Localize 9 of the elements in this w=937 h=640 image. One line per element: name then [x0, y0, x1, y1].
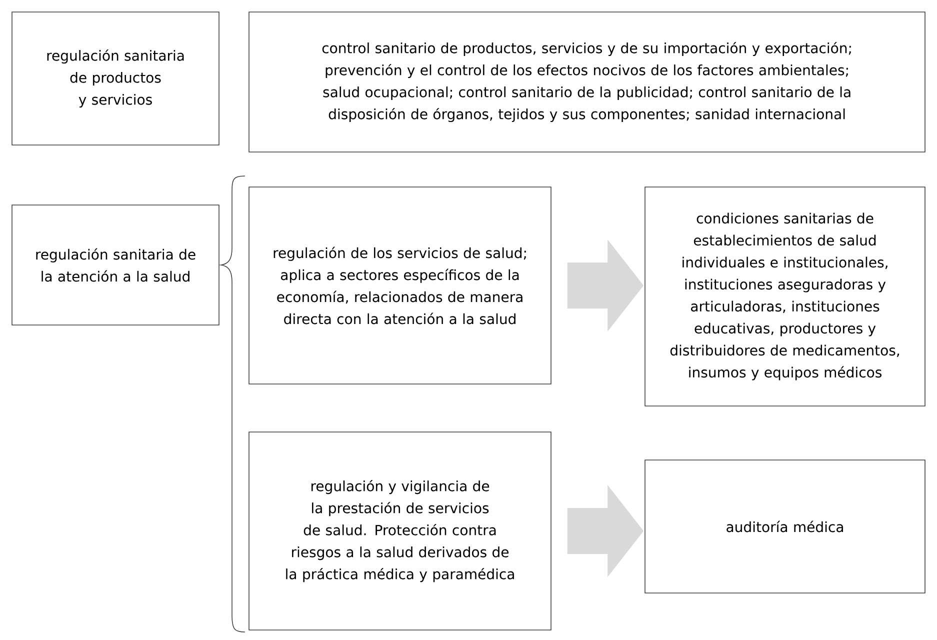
text-box: control sanitario de productos, servicios y de su importación y exportación; prevención y el control de los efectos nocivos de los factores ambientales; salud ocupacional; control sanitario de la publicidad; control sanitario de la disposición de órganos, tejidos y sus componentes; sanidad internacional [248, 12, 926, 152]
text-box: auditoría médica [644, 460, 926, 594]
block-arrow [567, 485, 644, 577]
text-box: condiciones sanitarias de establecimientos de salud individuales e institucionales, instituciones aseguradoras y articuladoras, instituciones educativas, productores y distribuidores de medicamentos, insumos y equipos médicos [644, 186, 926, 406]
block-arrow [567, 240, 644, 332]
text-box: regulación de los servicios de salud; aplica a sectores específicos de la economía, relacionados de manera directa con la atención a la salud [248, 186, 552, 384]
text-box: regulación sanitaria de productos y servicios [12, 12, 220, 146]
text-box: regulación sanitaria de la atención a la salud [12, 204, 220, 326]
text-box: regulación y vigilancia de la prestación de servicios de salud. Protección contra riesgos a la salud derivados de la práctica médica y paramédica [248, 432, 552, 630]
